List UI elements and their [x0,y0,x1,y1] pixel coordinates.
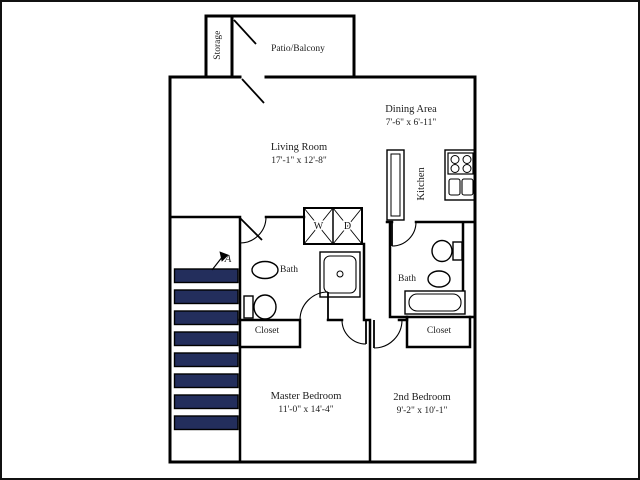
kitchen-counter [386,149,405,221]
storage-door-leaf [233,19,257,45]
storage-patio-walls [204,14,356,79]
main-outline-walls [168,75,477,464]
dryer-cross-lines [332,207,363,245]
closet-master-label: Closet [254,326,280,336]
storage-label: Storage [212,30,223,60]
kitchen-sink-basin [448,178,461,196]
master-bedroom-door-arc [341,319,367,345]
shower [319,251,361,298]
second-bedroom-label: 2nd Bedroom 9'-2" x 10'-1" [368,391,476,417]
stair-step [173,331,239,347]
exterior-walls [168,14,477,464]
doors [233,19,417,349]
bath-master-door-arc [299,291,329,321]
living-room-dims: 17'-1" x 12'-8" [271,155,327,166]
kitchen-appliance-column [444,149,476,201]
closet-master-walls [238,318,302,349]
washer-cross-lines [303,207,334,245]
bath-second-toilet-bowl [431,239,453,263]
bedroom2-door-arc [373,319,403,349]
stair-step [173,373,239,389]
bath-master-toilet-bowl [253,294,277,320]
bath-master-sink [251,260,279,280]
stove [447,152,474,175]
stair-step [173,268,239,284]
stove-burner [450,164,460,173]
closet-second-label: Closet [426,326,452,336]
dryer-letter: D [344,221,351,232]
bath-second-door-arc [391,221,417,247]
stair-step [173,289,239,305]
kitchen-fixtures [386,149,476,221]
stair-step [173,352,239,368]
dining-area-dims: 7'-6" x 6'-11" [385,117,437,128]
washer-dryer-closet: W D [303,207,363,245]
kitchen-counter-inner [390,153,401,217]
closet-second-walls [405,315,472,349]
bath-second-toilet-tank [452,241,463,261]
bathtub-inner [408,293,462,312]
stove-burner [450,155,460,164]
entry-door-leaf [239,217,263,241]
bath-second-fixtures [404,239,466,315]
patio-door-leaf [241,78,265,104]
kitchen-sink-basin [461,178,474,196]
stove-burner [462,164,472,173]
second-bedroom-dims: 9'-2" x 10'-1" [396,405,448,416]
shower-inner [323,255,357,294]
bath-master-walls [326,242,372,464]
patio-balcony-label: Patio/Balcony [271,44,325,54]
shower-drain [336,270,344,278]
hall-stair-walls [168,215,306,464]
dining-area-label: Dining Area 7'-6" x 6'-11" [361,103,461,129]
stove-burner [462,155,472,164]
kitchen-label: Kitchen [416,167,428,201]
stair-step [173,415,239,431]
interior-walls [168,215,477,464]
bath-master-fixtures [243,251,361,320]
kitchen-bath-walls [385,220,477,319]
bath-master-toilet-tank [243,295,254,319]
entry-marker-arrow [211,251,229,271]
bath-master-label: Bath [280,265,298,275]
master-bedroom-dims: 11'-0" x 14'-4" [278,404,334,415]
living-room-label: Living Room 17'-1" x 12'-8" [239,141,359,167]
stair-step [173,310,239,326]
bath-second-sink [427,270,451,288]
entry-arrow-head [219,251,229,262]
bath-second-label: Bath [398,274,416,284]
bathtub [404,290,466,315]
stairs [173,268,239,431]
stair-step [173,394,239,410]
master-bedroom-label: Master Bedroom 11'-0" x 14'-4" [244,390,368,416]
entry-marker-label: A [224,253,232,265]
entry-door-arc [239,216,267,244]
washer-letter: W [314,221,324,232]
